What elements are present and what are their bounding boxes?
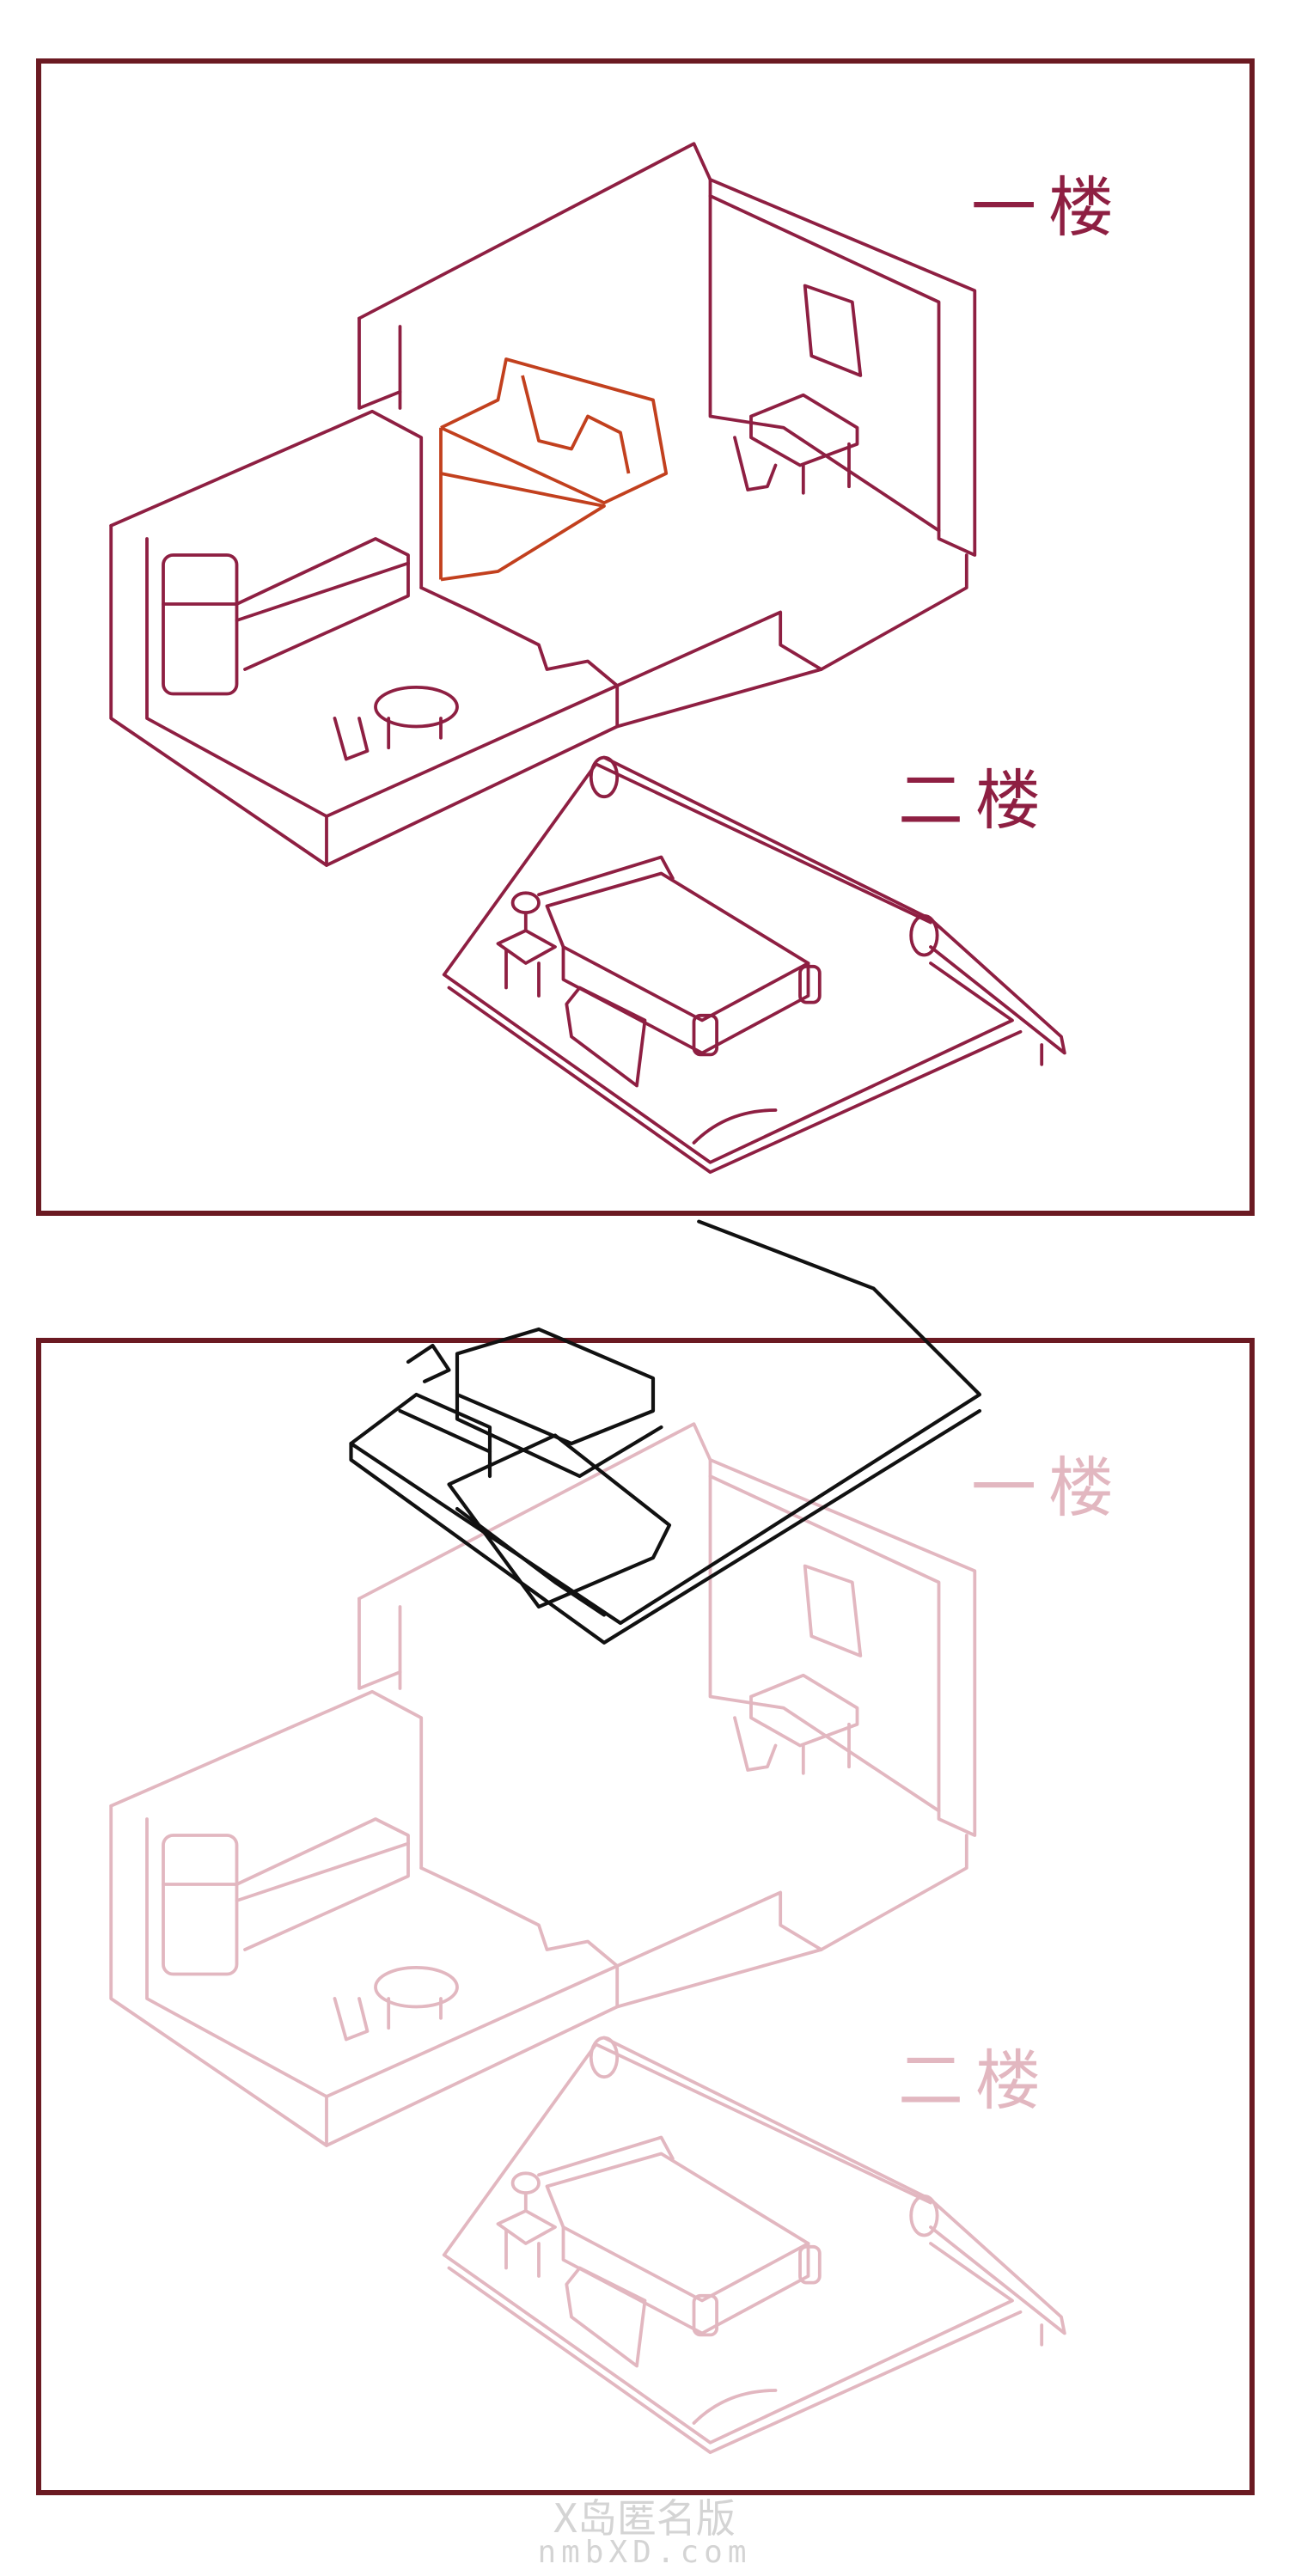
watermark-line1: X岛匿名版 — [553, 2495, 736, 2542]
new-upper-floor-ink — [349, 1219, 982, 1645]
floor2-label: 二楼 — [898, 762, 1053, 839]
floor1-label: 一楼 — [971, 1450, 1126, 1526]
floor-plan-sketch-1 — [109, 142, 1066, 1175]
highlighted-stairs — [439, 357, 669, 582]
floor1-label: 一楼 — [971, 169, 1126, 246]
floor-plan-sketch-2 — [109, 1219, 1066, 2455]
floor2-label: 二楼 — [898, 2042, 1053, 2119]
watermark-line2: nmbXD.com — [537, 2535, 752, 2570]
